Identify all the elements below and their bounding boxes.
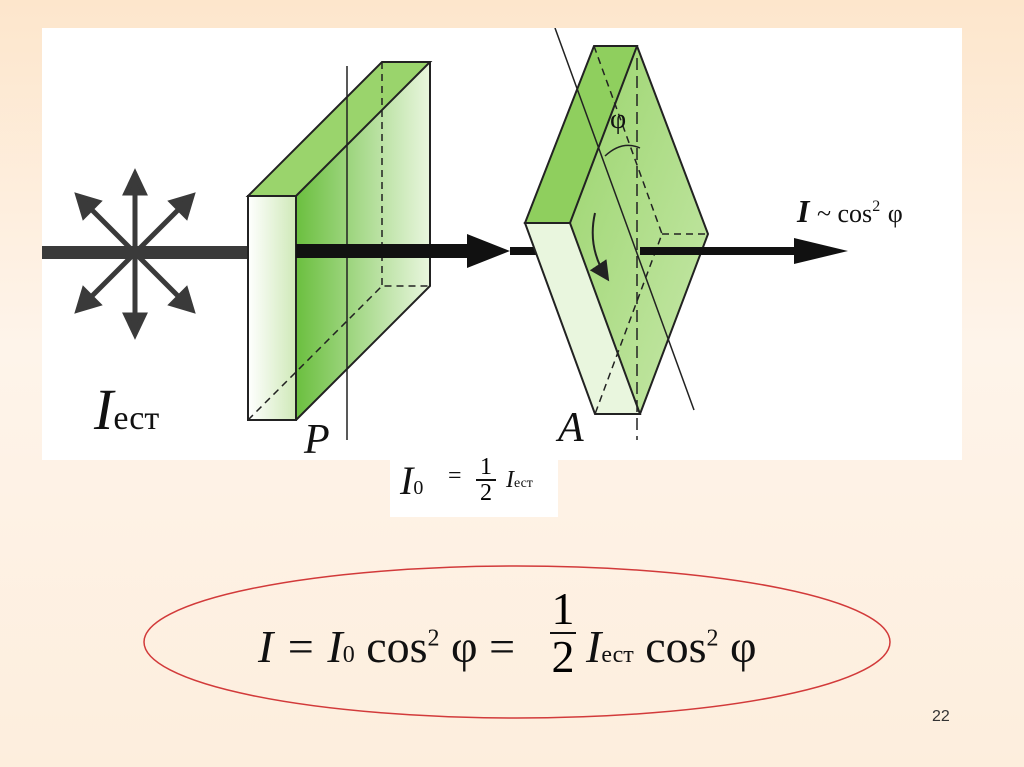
polarization-diagram [42, 28, 848, 440]
transmitted-intensity-formula: I0 = 1 2 Iест [390, 455, 558, 517]
analyzer-label: A [558, 405, 584, 451]
formula-lhs: I0 [400, 458, 424, 503]
polarized-beam [296, 234, 540, 268]
formula-main-left: I = I0 cos2 φ = [258, 621, 516, 672]
angle-label: φ [610, 104, 627, 135]
malus-law-formula: I = I0 cos2 φ = 1 2 Iест cos2 φ [140, 562, 894, 722]
formula-fraction: 1 2 [476, 455, 496, 505]
formula-main-right: Iест cos2 φ [586, 621, 757, 672]
formula-ellipse [143, 565, 891, 719]
natural-light-star [74, 168, 196, 340]
source-intensity-label: Iест [94, 377, 160, 442]
output-intensity-label: I ~ cos2 φ [797, 193, 903, 229]
figure-panel: Iест P A φ I ~ cos2 φ [42, 28, 962, 463]
incoming-beam [42, 246, 252, 259]
analyzer-plate [523, 28, 710, 440]
formula-rhs: Iест [506, 467, 533, 493]
output-beam [640, 238, 848, 264]
polarizer-plate [245, 61, 433, 440]
formula-equals: = [448, 463, 462, 489]
polarizer-label: P [304, 417, 330, 463]
formula-main-fraction: 1 2 [550, 583, 576, 682]
slide-number: 22 [932, 708, 950, 725]
